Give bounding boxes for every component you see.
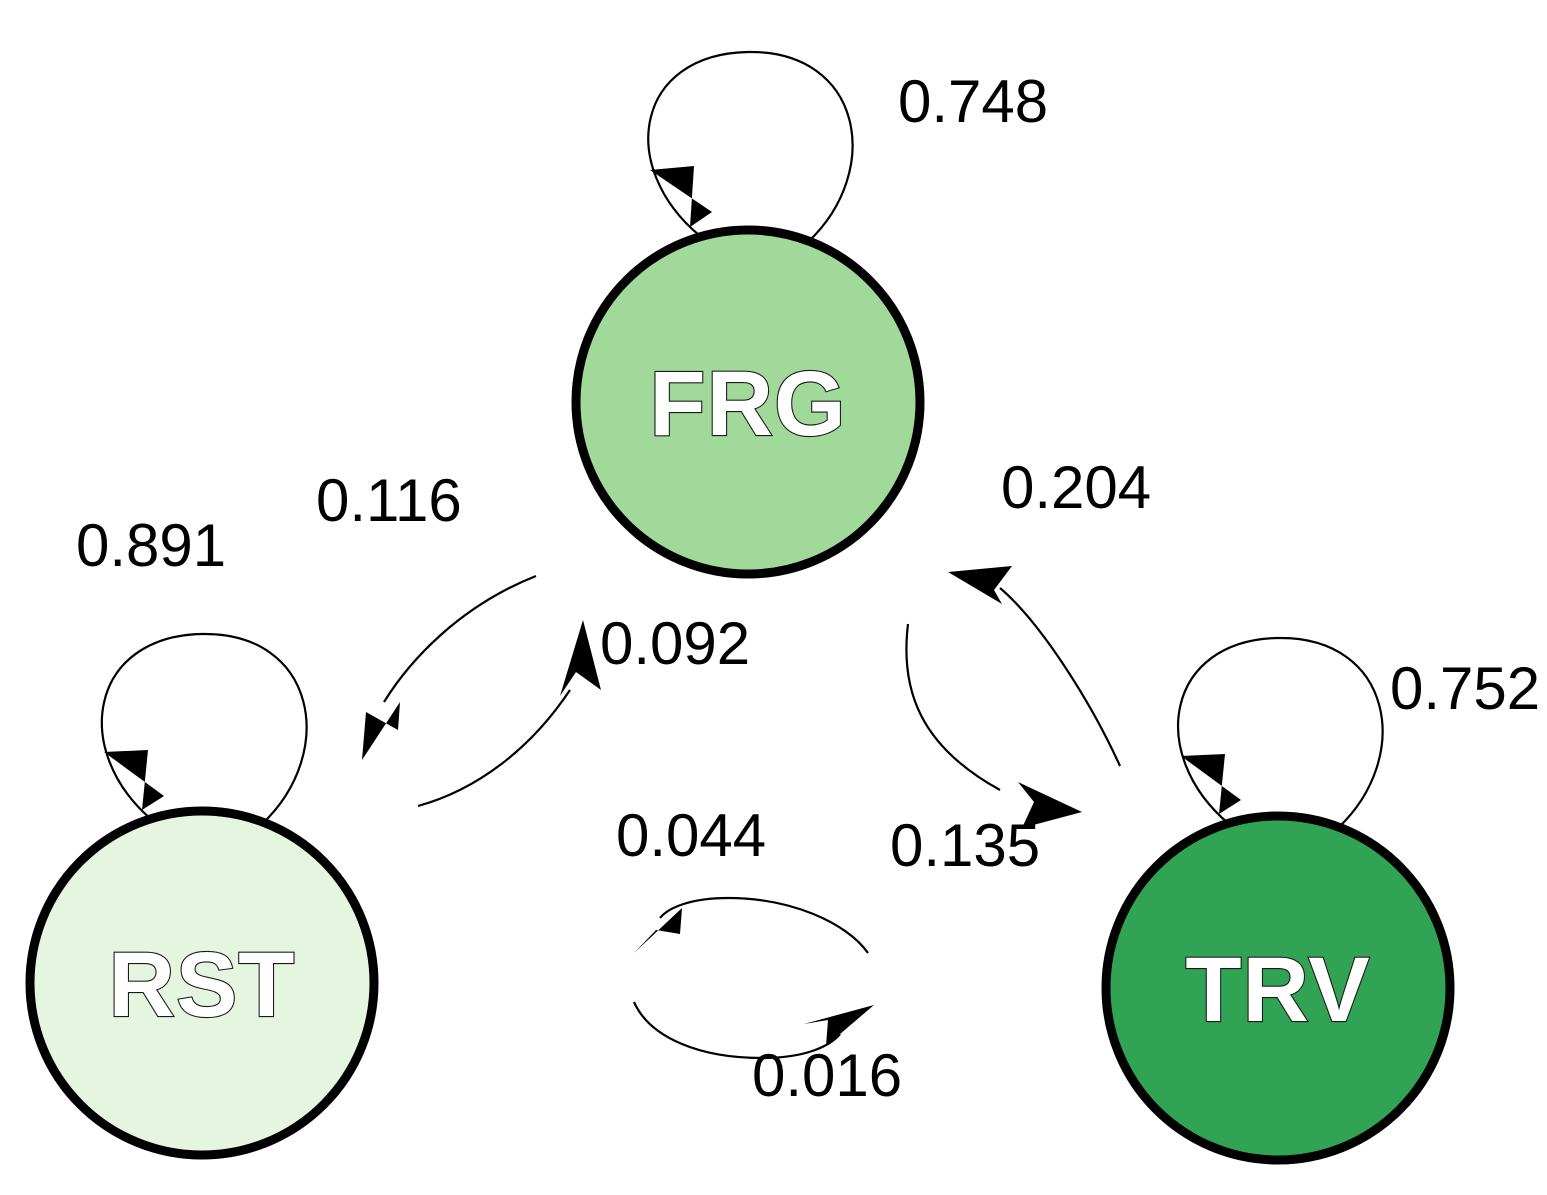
edge-frg-frg-label: 0.748 bbox=[898, 68, 1048, 135]
node-trv-label: TRV bbox=[1185, 939, 1370, 1041]
edge-frg-frg-path bbox=[647, 50, 854, 243]
edge-frg-trv[interactable]: 0.135 bbox=[890, 623, 1082, 879]
edge-rst-rst[interactable]: 0.891 bbox=[76, 512, 308, 825]
edge-trv-rst-path bbox=[659, 896, 869, 954]
node-rst-circle bbox=[25, 806, 379, 1160]
edge-frg-rst-label: 0.116 bbox=[316, 467, 462, 534]
edge-trv-frg-arrowhead bbox=[948, 566, 1012, 604]
node-frg[interactable]: FRG bbox=[571, 225, 925, 579]
edge-trv-rst-arrowhead bbox=[634, 908, 682, 953]
edge-frg-trv-path bbox=[905, 623, 1001, 791]
edge-rst-trv-arrowhead bbox=[804, 1005, 874, 1046]
edge-trv-trv-label: 0.752 bbox=[1390, 655, 1540, 722]
node-frg-circle bbox=[571, 225, 925, 579]
node-rst[interactable]: RST bbox=[25, 806, 379, 1160]
edge-trv-trv[interactable]: 0.752 bbox=[1177, 636, 1540, 829]
edge-trv-frg-label: 0.204 bbox=[1001, 454, 1151, 521]
edge-frg-rst-path bbox=[383, 574, 537, 703]
node-frg-label: FRG bbox=[649, 353, 846, 455]
node-trv-circle bbox=[1101, 811, 1455, 1165]
node-rst-label: RST bbox=[109, 934, 296, 1036]
edge-frg-frg[interactable]: 0.748 bbox=[647, 50, 1048, 243]
edge-rst-frg[interactable]: 0.092 bbox=[417, 610, 750, 808]
edge-frg-rst-arrowhead bbox=[362, 702, 400, 760]
edge-frg-frg-arrowhead bbox=[650, 166, 712, 227]
edge-frg-trv-label: 0.135 bbox=[890, 812, 1040, 879]
edge-rst-rst-label: 0.891 bbox=[76, 512, 226, 579]
edge-frg-rst[interactable]: 0.116 bbox=[316, 467, 537, 760]
edge-trv-trv-path bbox=[1177, 636, 1384, 829]
edge-rst-frg-label: 0.092 bbox=[600, 610, 750, 677]
edge-trv-rst-label: 0.044 bbox=[616, 802, 766, 869]
edge-trv-frg-path bbox=[999, 587, 1122, 767]
edge-rst-trv-path bbox=[632, 1001, 841, 1060]
edge-rst-rst-arrowhead bbox=[104, 750, 164, 810]
edge-trv-frg[interactable]: 0.204 bbox=[948, 454, 1151, 767]
edge-rst-trv-label: 0.016 bbox=[752, 1042, 902, 1109]
edge-rst-frg-arrowhead bbox=[560, 620, 601, 696]
edge-trv-rst[interactable]: 0.044 bbox=[616, 802, 869, 954]
edge-frg-trv-arrowhead bbox=[1018, 782, 1082, 828]
edge-rst-rst-path bbox=[100, 632, 308, 825]
edge-trv-trv-arrowhead bbox=[1181, 754, 1241, 814]
node-trv[interactable]: TRV bbox=[1101, 811, 1455, 1165]
edge-rst-frg-path bbox=[417, 689, 571, 808]
edge-rst-trv[interactable]: 0.016 bbox=[632, 1001, 902, 1109]
